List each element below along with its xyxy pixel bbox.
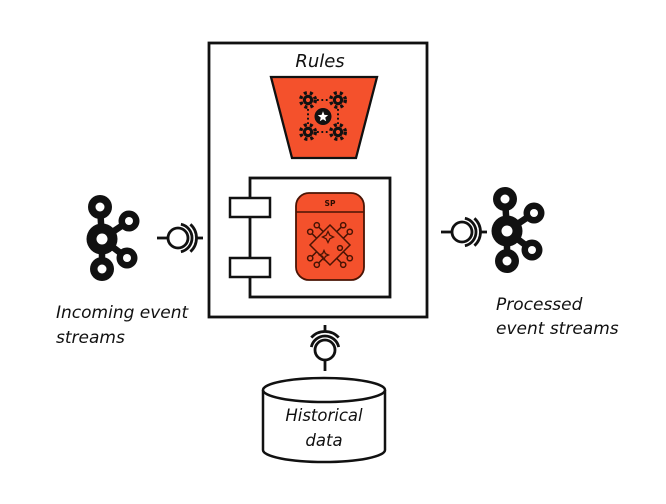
incoming-streams-label-line1: Incoming event [56, 303, 190, 323]
rules-gears-icon [299, 90, 347, 142]
kafka-icon-incoming [87, 195, 140, 281]
rules-box-title: Rules [295, 51, 344, 72]
processed-streams-label-line1: Processed [496, 295, 583, 315]
processed-streams-label-line2: event streams [496, 319, 619, 339]
historical-data-label-line2: data [305, 431, 342, 450]
ai-chip-icon [306, 221, 354, 269]
connector-icon-left [155, 222, 205, 254]
output-port [228, 256, 272, 279]
stream-processor: SP [295, 192, 365, 281]
stream-processor-label: SP [325, 199, 336, 208]
kafka-icon-processed [492, 187, 545, 273]
star-icon [317, 111, 329, 122]
input-port [228, 196, 272, 219]
connector-icon-bottom [309, 323, 341, 373]
connector-icon-right [439, 216, 489, 248]
historical-database-cylinder: Historical data [261, 376, 387, 464]
incoming-streams-label-line2: streams [56, 328, 125, 348]
historical-data-label-line1: Historical [285, 406, 363, 425]
